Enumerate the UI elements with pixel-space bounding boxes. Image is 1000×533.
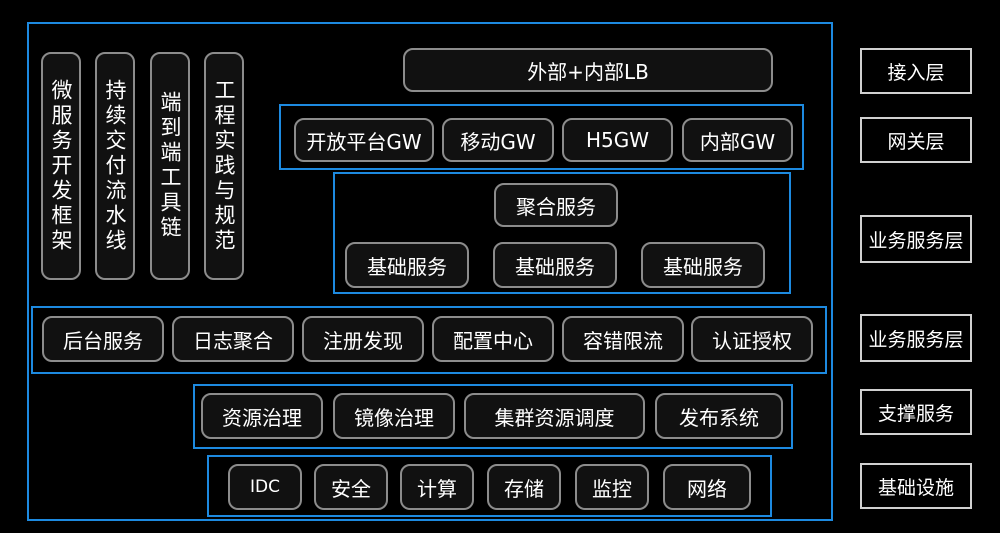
vertical-item-label: 持续交付流水线 [103, 78, 127, 254]
infra-label: 网络 [687, 476, 727, 501]
layer-label: 业务服务层 [868, 229, 964, 252]
base-service-label: 基础服务 [367, 254, 447, 279]
layer-business-service-2: 业务服务层 [860, 314, 972, 362]
platform-label: 配置中心 [453, 328, 533, 353]
base-service-label: 基础服务 [663, 254, 743, 279]
vertical-item-label: 工程实践与规范 [212, 78, 236, 254]
infra-label: 安全 [331, 476, 371, 501]
infra-label: 计算 [417, 476, 457, 501]
lb-box: 外部+内部LB [403, 48, 773, 92]
support-label: 镜像治理 [354, 405, 434, 430]
layer-infrastructure: 基础设施 [860, 463, 972, 509]
platform-auth: 认证授权 [691, 316, 813, 362]
architecture-frame [27, 22, 833, 521]
support-label: 发布系统 [679, 405, 759, 430]
gateway-open-platform: 开放平台GW [294, 118, 434, 162]
layer-business-service: 业务服务层 [860, 215, 972, 263]
aggregate-service: 聚合服务 [494, 183, 618, 227]
business-service-group [333, 172, 791, 294]
vertical-item-label: 端到端工具链 [158, 91, 182, 241]
layer-label: 基础设施 [877, 476, 954, 499]
lb-label: 外部+内部LB [527, 59, 649, 84]
platform-label: 后台服务 [63, 328, 143, 353]
support-label: 集群资源调度 [494, 405, 615, 430]
support-image-governance: 镜像治理 [333, 393, 455, 439]
infra-label: 监控 [592, 476, 632, 501]
platform-registry: 注册发现 [302, 316, 424, 362]
support-service-group [193, 384, 793, 449]
support-cluster-scheduling: 集群资源调度 [464, 393, 645, 439]
platform-label: 容错限流 [583, 328, 663, 353]
layer-support: 支撑服务 [860, 389, 972, 435]
gateway-label: H5GW [585, 128, 650, 152]
infra-monitoring: 监控 [575, 464, 649, 510]
infra-security: 安全 [314, 464, 388, 510]
infra-label: 存储 [504, 476, 544, 501]
platform-label: 认证授权 [712, 328, 792, 353]
platform-service-group [31, 306, 827, 374]
infra-storage: 存储 [487, 464, 561, 510]
infrastructure-group [207, 455, 772, 517]
gateway-h5: H5GW [562, 118, 673, 162]
gateway-internal: 内部GW [682, 118, 793, 162]
aggregate-label: 聚合服务 [516, 194, 596, 219]
infra-label: IDC [250, 477, 280, 497]
support-resource-governance: 资源治理 [201, 393, 323, 439]
gateway-mobile: 移动GW [442, 118, 554, 162]
gateway-group [279, 104, 804, 170]
platform-label: 注册发现 [323, 328, 403, 353]
gateway-label: 移动GW [460, 129, 536, 154]
layer-label: 接入层 [887, 61, 945, 84]
base-service-1: 基础服务 [345, 242, 469, 288]
layer-label: 业务服务层 [868, 328, 964, 351]
infra-idc: IDC [228, 464, 302, 510]
layer-access: 接入层 [860, 48, 972, 94]
gateway-label: 开放平台GW [306, 129, 422, 154]
support-label: 资源治理 [222, 405, 302, 430]
base-service-label: 基础服务 [515, 254, 595, 279]
vertical-item-toolchain: 端到端工具链 [150, 52, 190, 280]
layer-label: 网关层 [887, 130, 945, 153]
vertical-item-continuous-delivery: 持续交付流水线 [95, 52, 135, 280]
base-service-3: 基础服务 [641, 242, 765, 288]
gateway-label: 内部GW [699, 129, 776, 154]
platform-fault-tolerance: 容错限流 [562, 316, 684, 362]
platform-label: 日志聚合 [193, 328, 273, 353]
infra-compute: 计算 [400, 464, 474, 510]
vertical-item-engineering-practice: 工程实践与规范 [204, 52, 244, 280]
platform-backend: 后台服务 [42, 316, 164, 362]
base-service-2: 基础服务 [493, 242, 617, 288]
layer-label: 支撑服务 [877, 402, 954, 425]
vertical-item-microservice-framework: 微服务开发框架 [41, 52, 81, 280]
infra-network: 网络 [663, 464, 751, 510]
platform-log-aggregation: 日志聚合 [172, 316, 294, 362]
support-release-system: 发布系统 [655, 393, 783, 439]
layer-gateway: 网关层 [860, 117, 972, 163]
vertical-item-label: 微服务开发框架 [49, 78, 73, 254]
platform-config-center: 配置中心 [432, 316, 554, 362]
